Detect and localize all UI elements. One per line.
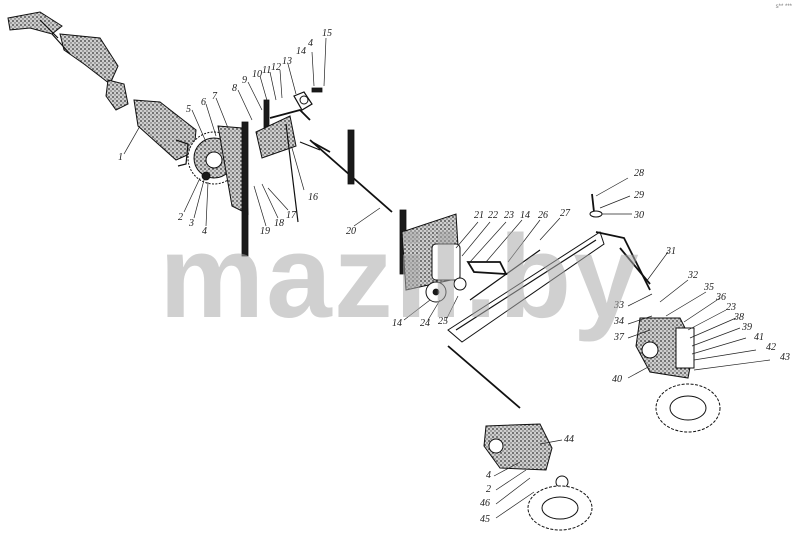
leader-lines [123,37,771,519]
callout-12: 12 [271,62,281,73]
callout-28: 28 [634,168,644,179]
callout-6: 6 [201,97,206,108]
callout-9: 9 [242,75,247,86]
callout-14a: 14 [296,46,306,57]
callout-4: 4 [202,226,207,237]
callout-39: 39 [741,322,752,333]
callout-43: 43 [780,352,790,363]
callout-23b: 23 [726,302,736,313]
callout-13: 13 [282,56,292,67]
right-knuckle-assembly [619,247,721,433]
callout-20: 20 [346,226,356,237]
callout-21: 21 [474,210,484,221]
callout-26: 26 [538,210,548,221]
callout-16: 16 [308,192,318,203]
callout-36: 36 [715,292,726,303]
callout-38: 38 [733,312,744,323]
callout-labels: 1 2 3 4 5 6 7 8 9 10 11 12 13 14 4 15 16… [118,28,790,525]
left-knuckle-assembly [447,345,593,531]
callout-2: 2 [178,212,183,223]
callout-22: 22 [488,210,498,221]
corner-mark: s** *** [775,4,792,10]
callout-14b: 14 [520,210,530,221]
callout-3: 3 [188,218,194,229]
callout-46: 46 [480,498,490,509]
callout-40: 40 [612,374,622,385]
callout-30: 30 [633,210,644,221]
callout-42: 42 [766,342,776,353]
callout-5: 5 [186,104,191,115]
callout-10: 10 [252,69,262,80]
callout-11: 11 [262,65,271,76]
callout-15: 15 [322,28,332,39]
callout-8: 8 [232,83,237,94]
callout-32: 32 [687,270,698,281]
gear-sector-assembly [187,121,249,257]
callout-2b: 2 [486,484,491,495]
callout-35: 35 [703,282,714,293]
callout-7: 7 [212,91,218,102]
callout-33: 33 [613,300,624,311]
callout-23: 23 [504,210,514,221]
callout-44: 44 [564,434,574,445]
callout-1: 1 [118,152,123,163]
callout-19: 19 [260,226,270,237]
callout-25: 25 [438,316,448,327]
rocker-bracket [255,87,323,223]
callout-37: 37 [613,332,625,343]
callout-18: 18 [274,218,284,229]
rod-20 [309,129,393,213]
callout-4b: 4 [308,38,313,49]
callout-34: 34 [613,316,624,327]
callout-41: 41 [754,332,764,343]
callout-27: 27 [560,208,571,219]
callout-31: 31 [665,246,676,257]
bolt-28-30 [589,193,603,218]
callout-17: 17 [286,210,297,221]
callout-45: 45 [480,514,490,525]
callout-24: 24 [420,318,430,329]
callout-14c: 14 [392,318,402,329]
central-mechanism [399,209,508,303]
pedal-bracket-part [7,11,129,111]
callout-29: 29 [634,190,644,201]
callout-4c: 4 [486,470,491,481]
